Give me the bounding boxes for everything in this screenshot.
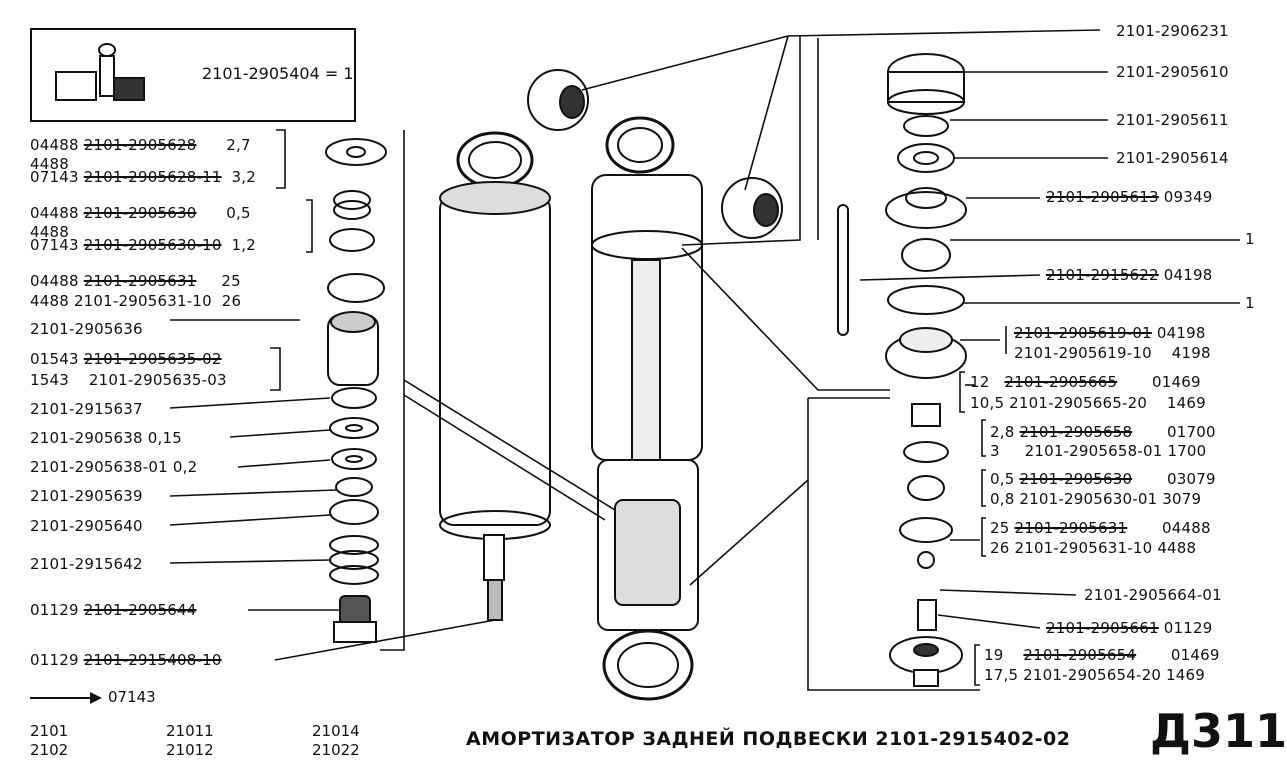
- sheet-number: Д311: [1150, 704, 1287, 758]
- label-2905654: 19 2101-2905654 01469: [984, 646, 1220, 664]
- label-2905614: 2101-2905614: [1116, 149, 1229, 167]
- label-2915642: 2101-2915642: [30, 555, 143, 573]
- label-2905661: 2101-2905661 01129: [1046, 619, 1213, 637]
- label-2905611: 2101-2905611: [1116, 111, 1229, 129]
- label-2905654-20: 17,5 2101-2905654-20 1469: [984, 666, 1205, 684]
- legend-code: 07143: [108, 688, 156, 706]
- label-2905610: 2101-2905610: [1116, 63, 1229, 81]
- label-2905628: 04488 2101-2905628 2,7: [30, 136, 251, 154]
- label-2905619-10: 2101-2905619-10 4198: [1014, 344, 1211, 362]
- inset-box: 2101-2905404 = 1: [30, 28, 356, 122]
- model-21011: 21011: [166, 722, 214, 740]
- model-21014: 21014: [312, 722, 360, 740]
- label-2905628-11: 07143 2101-2905628-11 3,2: [30, 168, 256, 186]
- label-2915408-10: 01129 2101-2915408-10: [30, 651, 222, 669]
- label-2905631: 04488 2101-2905631 25: [30, 272, 241, 290]
- label-2905628-4488: 4488: [30, 155, 69, 173]
- shock-absorber-assembled: [439, 131, 551, 621]
- shock-absorber-cutaway: [591, 116, 703, 701]
- label-2905639: 2101-2905639: [30, 487, 143, 505]
- label-2905635-03: 1543 2101-2905635-03: [30, 371, 227, 389]
- model-2102: 2102: [30, 741, 69, 759]
- label-2905630-r: 0,5 2101-2905630 03079: [990, 470, 1216, 488]
- label-2905658-01: 3 2101-2905658-01 1700: [990, 442, 1207, 460]
- rubber-bushing-top-right: [721, 177, 783, 239]
- label-2905630-01: 0,8 2101-2905630-01 3079: [990, 490, 1202, 508]
- label-one-a: 1: [1245, 230, 1255, 248]
- label-2905630-4488: 4488: [30, 223, 69, 241]
- left-parts-stack: [325, 138, 387, 643]
- leader-lines: [169, 29, 1240, 691]
- label-one-b: 1: [1245, 294, 1255, 312]
- label-2905631-10: 4488 2101-2905631-10 26: [30, 292, 242, 310]
- arrow-icon: [30, 691, 102, 704]
- label-2905635-02: 01543 2101-2905635-02: [30, 350, 222, 368]
- label-2915622: 2101-2915622 04198: [1046, 266, 1213, 284]
- model-2101: 2101: [30, 722, 69, 740]
- label-2905636: 2101-2905636: [30, 320, 143, 338]
- label-2905665: 12 2101-2905665 01469: [970, 373, 1201, 391]
- rubber-bushing-top-left: [527, 69, 589, 131]
- repair-kit-icon: [55, 43, 145, 101]
- label-2905665-20: 10,5 2101-2905665-20 1469: [970, 394, 1206, 412]
- label-2905664-01: 2101-2905664-01: [1084, 586, 1222, 604]
- diagram-title: АМОРТИЗАТОР ЗАДНЕЙ ПОДВЕСКИ 2101-2915402…: [466, 728, 1071, 750]
- right-parts-stack: [837, 53, 967, 687]
- label-2905638: 2101-2905638 0,15: [30, 429, 182, 447]
- label-2915637: 2101-2915637: [30, 400, 143, 418]
- label-2905613: 2101-2905613 09349: [1046, 188, 1213, 206]
- label-2905638-01: 2101-2905638-01 0,2: [30, 458, 198, 476]
- label-2905631-r: 25 2101-2905631 04488: [990, 519, 1211, 537]
- model-21022: 21022: [312, 741, 360, 759]
- label-2905658: 2,8 2101-2905658 01700: [990, 423, 1216, 441]
- label-2905630-10: 07143 2101-2905630-10 1,2: [30, 236, 256, 254]
- label-2905619-01: 2101-2905619-01 04198: [1014, 324, 1206, 342]
- legend: 07143: [30, 688, 156, 706]
- label-2905630: 04488 2101-2905630 0,5: [30, 204, 251, 222]
- label-2905631-10-r: 26 2101-2905631-10 4488: [990, 539, 1197, 557]
- label-2906231: 2101-2906231: [1116, 22, 1229, 40]
- repair-kit-code: 2101-2905404 = 1: [202, 64, 354, 83]
- label-2905644: 01129 2101-2905644: [30, 601, 197, 619]
- model-21012: 21012: [166, 741, 214, 759]
- label-2905640: 2101-2905640: [30, 517, 143, 535]
